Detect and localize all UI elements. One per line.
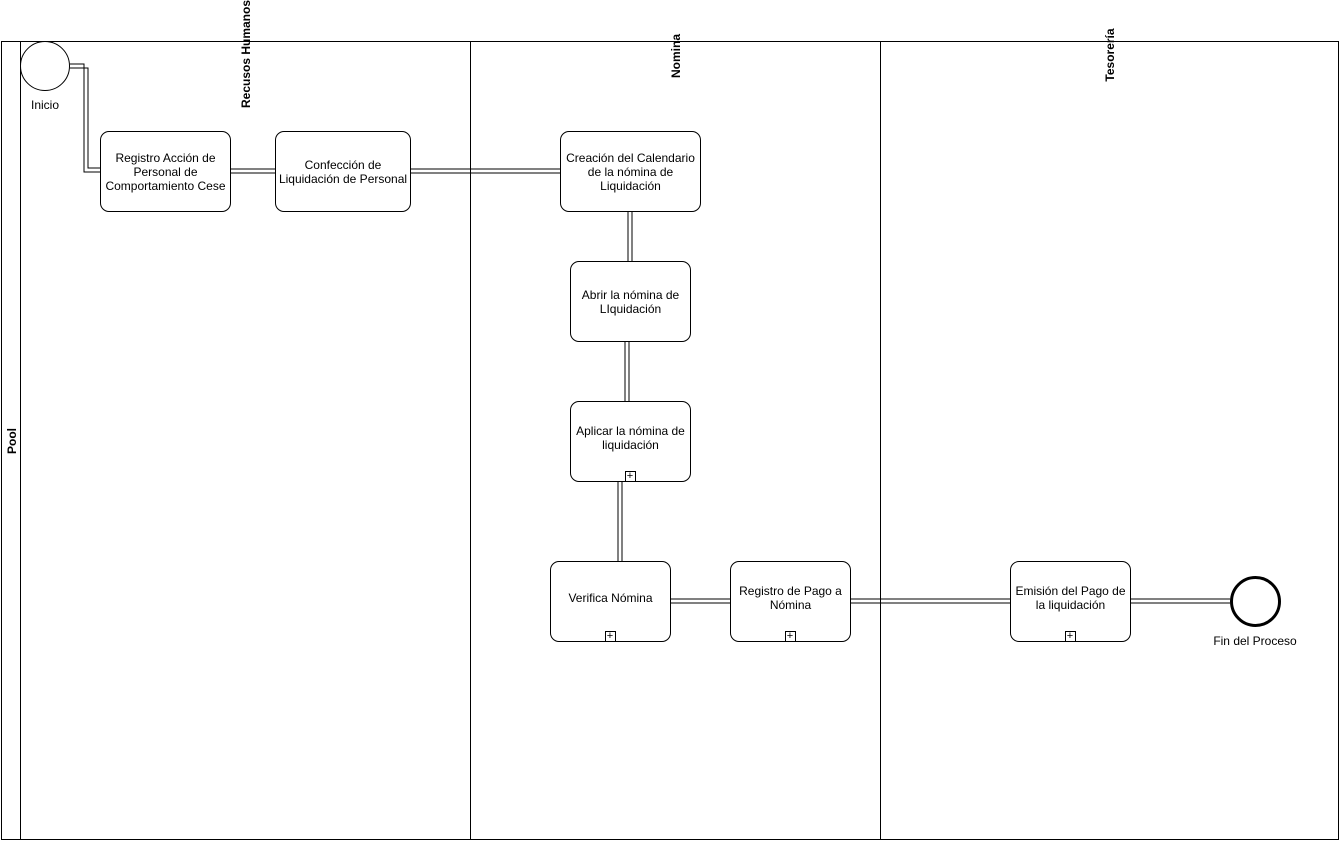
pool-header [1,41,21,840]
task-label: Registro de Pago a Nómina [739,583,842,612]
lane-divider-1 [470,41,471,840]
task-creacion-calendario[interactable]: Creación del Calendario de la nómina de … [560,131,701,212]
end-event[interactable] [1230,576,1281,627]
task-label: Abrir la nómina de LIquidación [581,287,680,316]
lane-divider-2 [880,41,881,840]
pool-frame [1,41,1339,840]
subprocess-verifica-nomina[interactable]: Verifica Nómina + [550,561,671,642]
task-label: Emisión del Pago de la liquidación [1015,583,1126,612]
flow-start-to-registro-b [70,67,100,169]
subprocess-expand-icon[interactable]: + [1064,631,1076,642]
subprocess-expand-icon[interactable]: + [604,631,616,642]
task-confeccion-liquidacion[interactable]: Confección de Liquidación de Personal [275,131,411,212]
subprocess-aplicar-nomina[interactable]: Aplicar la nómina de liquidación + [570,401,691,482]
subprocess-expand-icon[interactable]: + [624,471,636,482]
task-registro-accion-personal[interactable]: Registro Acción de Personal de Comportam… [100,131,231,212]
subprocess-registro-pago[interactable]: Registro de Pago a Nómina + [730,561,851,642]
task-label: Registro Acción de Personal de Comportam… [105,150,226,193]
task-abrir-nomina[interactable]: Abrir la nómina de LIquidación [570,261,691,342]
task-label: Creación del Calendario de la nómina de … [566,150,695,193]
start-event[interactable] [20,41,70,91]
task-label: Confección de Liquidación de Personal [278,157,408,186]
end-event-label: Fin del Proceso [1213,634,1297,648]
subprocess-expand-icon[interactable]: + [784,631,796,642]
task-label: Verifica Nómina [568,590,653,605]
task-label: Aplicar la nómina de liquidación [576,423,685,452]
flow-start-to-registro [70,63,100,173]
start-event-label: Inicio [30,98,60,112]
subprocess-emision-pago[interactable]: Emisión del Pago de la liquidación + [1010,561,1131,642]
